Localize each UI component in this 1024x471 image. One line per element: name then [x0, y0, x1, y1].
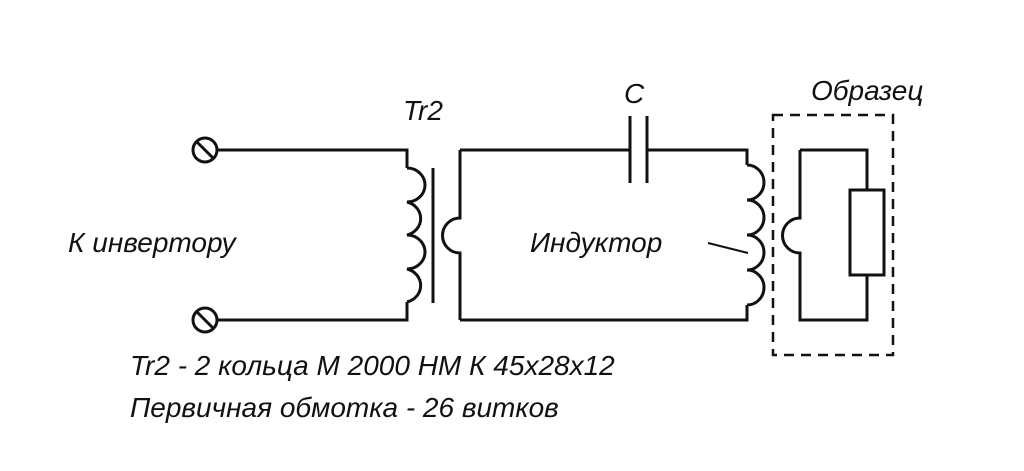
sample-circuit — [781, 148, 869, 322]
input-terminal-bottom — [191, 306, 219, 334]
note-line-1: Tr2 - 2 кольца М 2000 НМ К 45x28x12 — [130, 350, 615, 381]
resonant-wire — [460, 148, 749, 322]
input-terminal-top — [191, 136, 219, 164]
capacitor-label: C — [624, 78, 645, 109]
inverter-label: К инвертору — [68, 227, 238, 258]
primary-winding — [406, 166, 427, 304]
resistor-symbol — [848, 188, 886, 277]
sample-dashed-box — [771, 113, 895, 357]
inductor-label: Индуктор — [530, 227, 662, 258]
sample-label: Образец — [811, 75, 923, 106]
inductor-coil — [746, 163, 766, 307]
capacitor-symbol — [628, 116, 649, 183]
primary-wire — [217, 148, 409, 322]
note-line-2: Первичная обмотка - 26 витков — [130, 392, 559, 423]
secondary-winding — [441, 150, 462, 320]
transformer-label: Tr2 — [403, 95, 443, 126]
inductor-leader-line — [707, 242, 749, 254]
